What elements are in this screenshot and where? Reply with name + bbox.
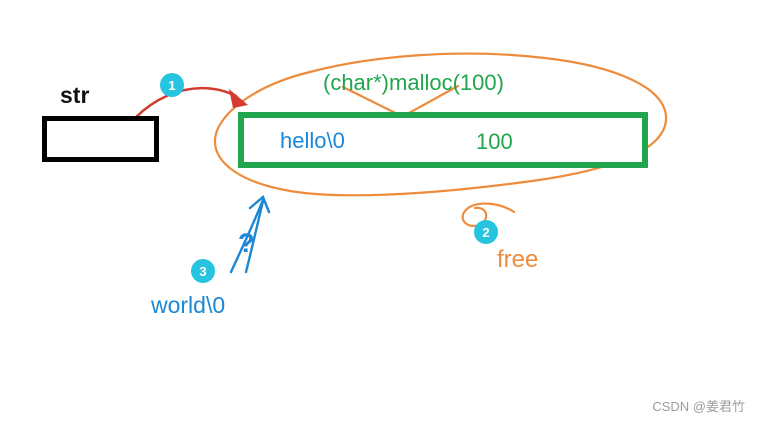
- block-size-label: 100: [476, 129, 513, 155]
- str-variable-box: [42, 116, 159, 162]
- free-call-label: free: [497, 246, 539, 273]
- step-badge-3: 3: [191, 259, 215, 283]
- malloc-call-label: (char*)malloc(100): [323, 70, 504, 95]
- free-scribble-arrow: [461, 202, 516, 228]
- hello-string-label: hello\0: [280, 128, 345, 154]
- question-mark-label: ?: [238, 228, 255, 258]
- step-badge-1: 1: [160, 73, 184, 97]
- watermark: CSDN @姜君竹: [652, 399, 745, 414]
- world-to-heap-arrowhead: [248, 195, 271, 214]
- world-to-heap-arrow: [244, 199, 265, 274]
- str-variable-label: str: [60, 82, 90, 108]
- str-to-heap-arrowhead: [229, 89, 248, 108]
- world-string-label: world\0: [151, 292, 226, 318]
- heap-memory-block: hello\0 100: [238, 112, 648, 168]
- step-badge-2: 2: [474, 220, 498, 244]
- heap-region-circle: [213, 52, 668, 197]
